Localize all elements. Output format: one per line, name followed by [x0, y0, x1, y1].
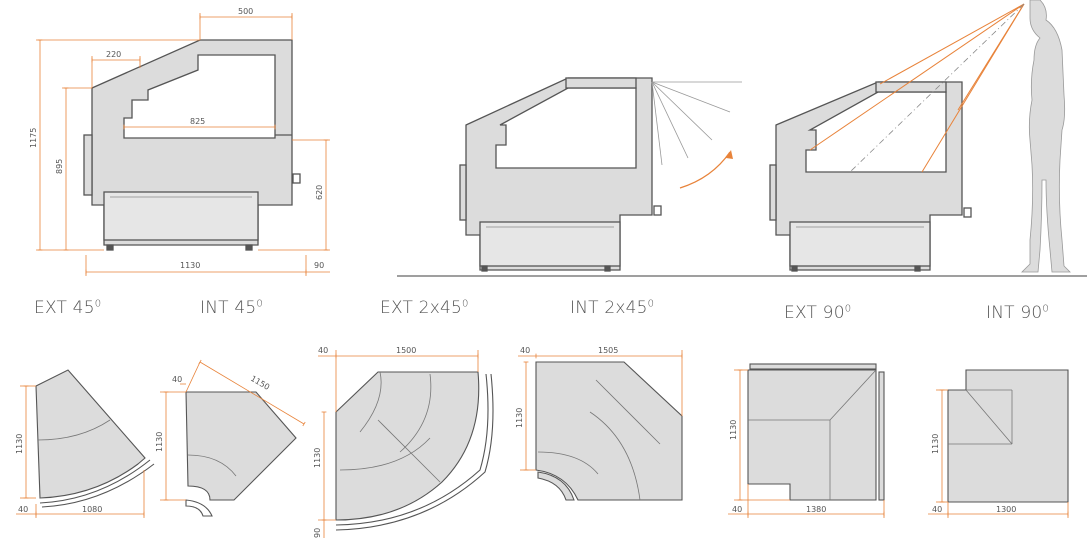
person-silhouette [1021, 0, 1071, 273]
label-int-45-sup: 0 [256, 298, 263, 310]
case-side-panel [83, 134, 93, 196]
handle-icon [963, 207, 972, 218]
dim-inner: 825 [190, 117, 205, 126]
plan-int2x45-width: 1505 [598, 346, 618, 355]
plan-ext2x45-bottom: 90 [313, 528, 322, 538]
label-ext-45: EXT 450 [34, 298, 101, 318]
plan-ext45-dims [16, 385, 145, 518]
plan-ext45-height: 1130 [15, 434, 24, 454]
dim-width: 1130 [180, 261, 200, 270]
side-view-dimension-lines [36, 13, 330, 276]
label-ext-90: EXT 900 [784, 303, 851, 323]
plan-ext45-depth: 40 [18, 505, 28, 514]
plan-int2x45-dims [518, 350, 683, 471]
plan-int90 [947, 369, 1069, 503]
plan-int2x45 [535, 361, 683, 501]
plan-int90-height: 1130 [931, 434, 940, 454]
label-int-2x45: INT 2x450 [570, 298, 654, 318]
plan-int90-depth: 40 [932, 505, 942, 514]
case-sightline [769, 81, 972, 272]
plan-int45 [185, 391, 297, 517]
label-int-2x45-sup: 0 [647, 298, 655, 310]
label-ext-2x45-name: EXT 2x45 [380, 298, 462, 318]
case-foot-right [245, 244, 253, 251]
case-open-lid [459, 77, 662, 272]
dim-height-right: 620 [315, 185, 324, 200]
plan-int90-width: 1300 [996, 505, 1016, 514]
dim-top: 500 [238, 7, 253, 16]
side-view-dimensioned [83, 39, 301, 251]
label-int-45: INT 450 [200, 298, 263, 318]
plan-ext90 [747, 363, 885, 501]
dim-top-left: 220 [106, 50, 121, 59]
plan-int45-depth: 40 [172, 375, 182, 384]
plan-int45-height: 1130 [155, 432, 164, 452]
label-ext-90-name: EXT 90 [784, 303, 845, 323]
plan-int2x45-height: 1130 [515, 408, 524, 428]
label-ext-45-sup: 0 [94, 298, 102, 310]
plan-ext90-width: 1380 [806, 505, 826, 514]
dim-height-total: 1175 [29, 128, 38, 148]
case-drawer [103, 191, 259, 241]
case-foot-left [106, 244, 114, 251]
label-int-90: INT 900 [986, 303, 1049, 323]
plan-ext45 [35, 369, 155, 508]
plan-ext90-dims [728, 369, 885, 518]
swing-arrow [679, 151, 731, 189]
dim-height-mid: 895 [55, 159, 64, 174]
plan-ext45-width: 1080 [82, 505, 102, 514]
plan-ext2x45-height: 1130 [313, 448, 322, 468]
label-ext-2x45: EXT 2x450 [380, 298, 469, 318]
label-int-2x45-name: INT 2x45 [570, 298, 648, 318]
plan-int45-dims [160, 359, 306, 501]
plan-int45-diag: 1150 [249, 374, 271, 392]
label-ext-90-sup: 0 [844, 303, 852, 315]
label-ext-2x45-sup: 0 [462, 298, 469, 310]
dim-handle: 90 [314, 261, 324, 270]
plan-ext2x45 [335, 371, 494, 531]
plan-ext2x45-depth: 40 [318, 346, 328, 355]
label-int-90-name: INT 90 [986, 303, 1043, 323]
label-int-45-name: INT 45 [200, 298, 257, 318]
label-int-90-sup: 0 [1042, 303, 1049, 315]
plan-ext90-height: 1130 [729, 420, 738, 440]
sightlines [809, 3, 1025, 173]
handle-icon [653, 205, 662, 216]
lid-swing-lines [651, 81, 742, 166]
plan-int90-dims [928, 389, 1069, 518]
plan-ext2x45-dims [318, 350, 479, 538]
plan-ext90-depth: 40 [732, 505, 742, 514]
handle-icon [292, 173, 301, 184]
label-ext-45-name: EXT 45 [34, 298, 95, 318]
plan-ext2x45-width: 1500 [396, 346, 416, 355]
plan-int2x45-depth: 40 [520, 346, 530, 355]
